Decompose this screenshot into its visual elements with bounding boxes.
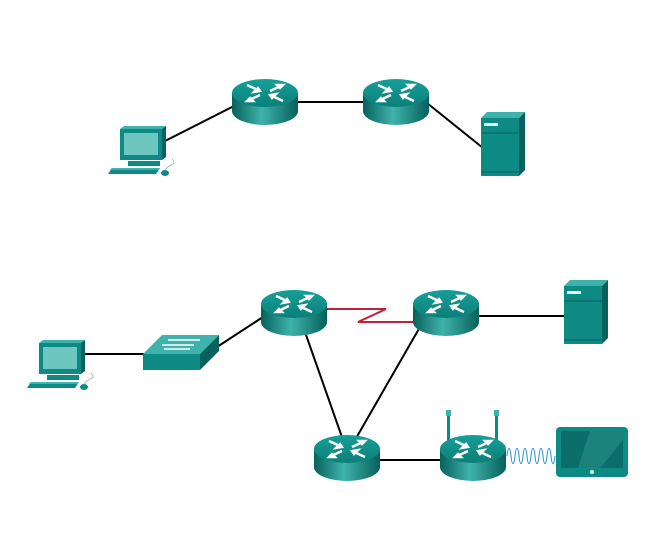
link-router-router-left <box>304 331 344 441</box>
pc-icon[interactable] <box>26 339 94 391</box>
tablet-icon[interactable] <box>556 427 628 477</box>
router-icon[interactable] <box>259 288 329 338</box>
pc-icon[interactable] <box>107 125 175 177</box>
top-links <box>164 101 484 149</box>
server-icon[interactable] <box>480 111 526 177</box>
router-icon[interactable] <box>230 77 300 127</box>
switch-icon[interactable] <box>143 335 219 370</box>
router-icon[interactable] <box>411 288 481 338</box>
link-switch-router <box>216 316 264 348</box>
router-icon[interactable] <box>312 433 382 483</box>
link-pc-router <box>164 104 237 142</box>
link-router-router-right <box>354 326 421 441</box>
router-icon[interactable] <box>361 77 431 127</box>
serial-link <box>327 308 414 323</box>
wireless-router-icon[interactable] <box>438 410 508 483</box>
server-icon[interactable] <box>563 279 609 345</box>
bottom-links <box>84 315 566 461</box>
wireless-link <box>506 448 556 464</box>
link-router-server <box>426 102 484 149</box>
